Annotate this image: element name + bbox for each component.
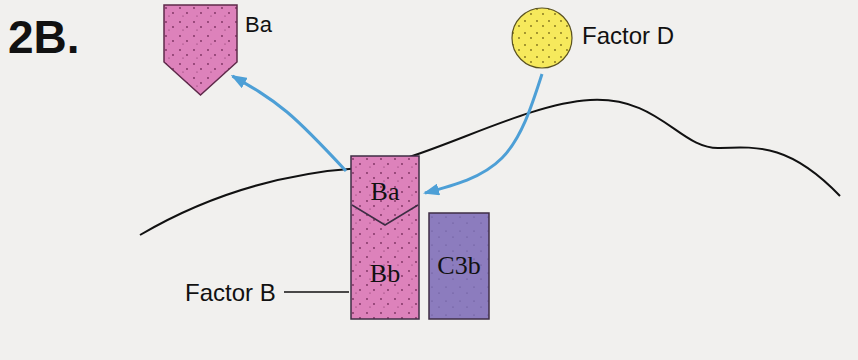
- panel-label: 2B.: [8, 10, 80, 64]
- factor-d-arrow: [425, 74, 542, 193]
- ba-fragment: Ba: [163, 4, 283, 100]
- node-label: Ba: [371, 177, 400, 207]
- factor-d-circle: Factor D: [508, 4, 698, 72]
- factor-b-complex: Factor B BaBb: [185, 155, 425, 320]
- node-label: Factor D: [582, 22, 674, 50]
- c3b-box: C3b: [428, 212, 490, 320]
- node-label: C3b: [437, 251, 480, 281]
- node-label: Bb: [370, 259, 400, 289]
- ba-domain: Ba: [350, 155, 420, 227]
- bb-domain: Bb: [350, 227, 420, 320]
- node-label: Ba: [245, 12, 272, 38]
- leader-line: [284, 291, 349, 293]
- node-label: Factor B: [185, 279, 276, 307]
- cleavage-arrow: [233, 76, 347, 171]
- protein-shape: [163, 4, 238, 96]
- protein-circle: [510, 6, 574, 70]
